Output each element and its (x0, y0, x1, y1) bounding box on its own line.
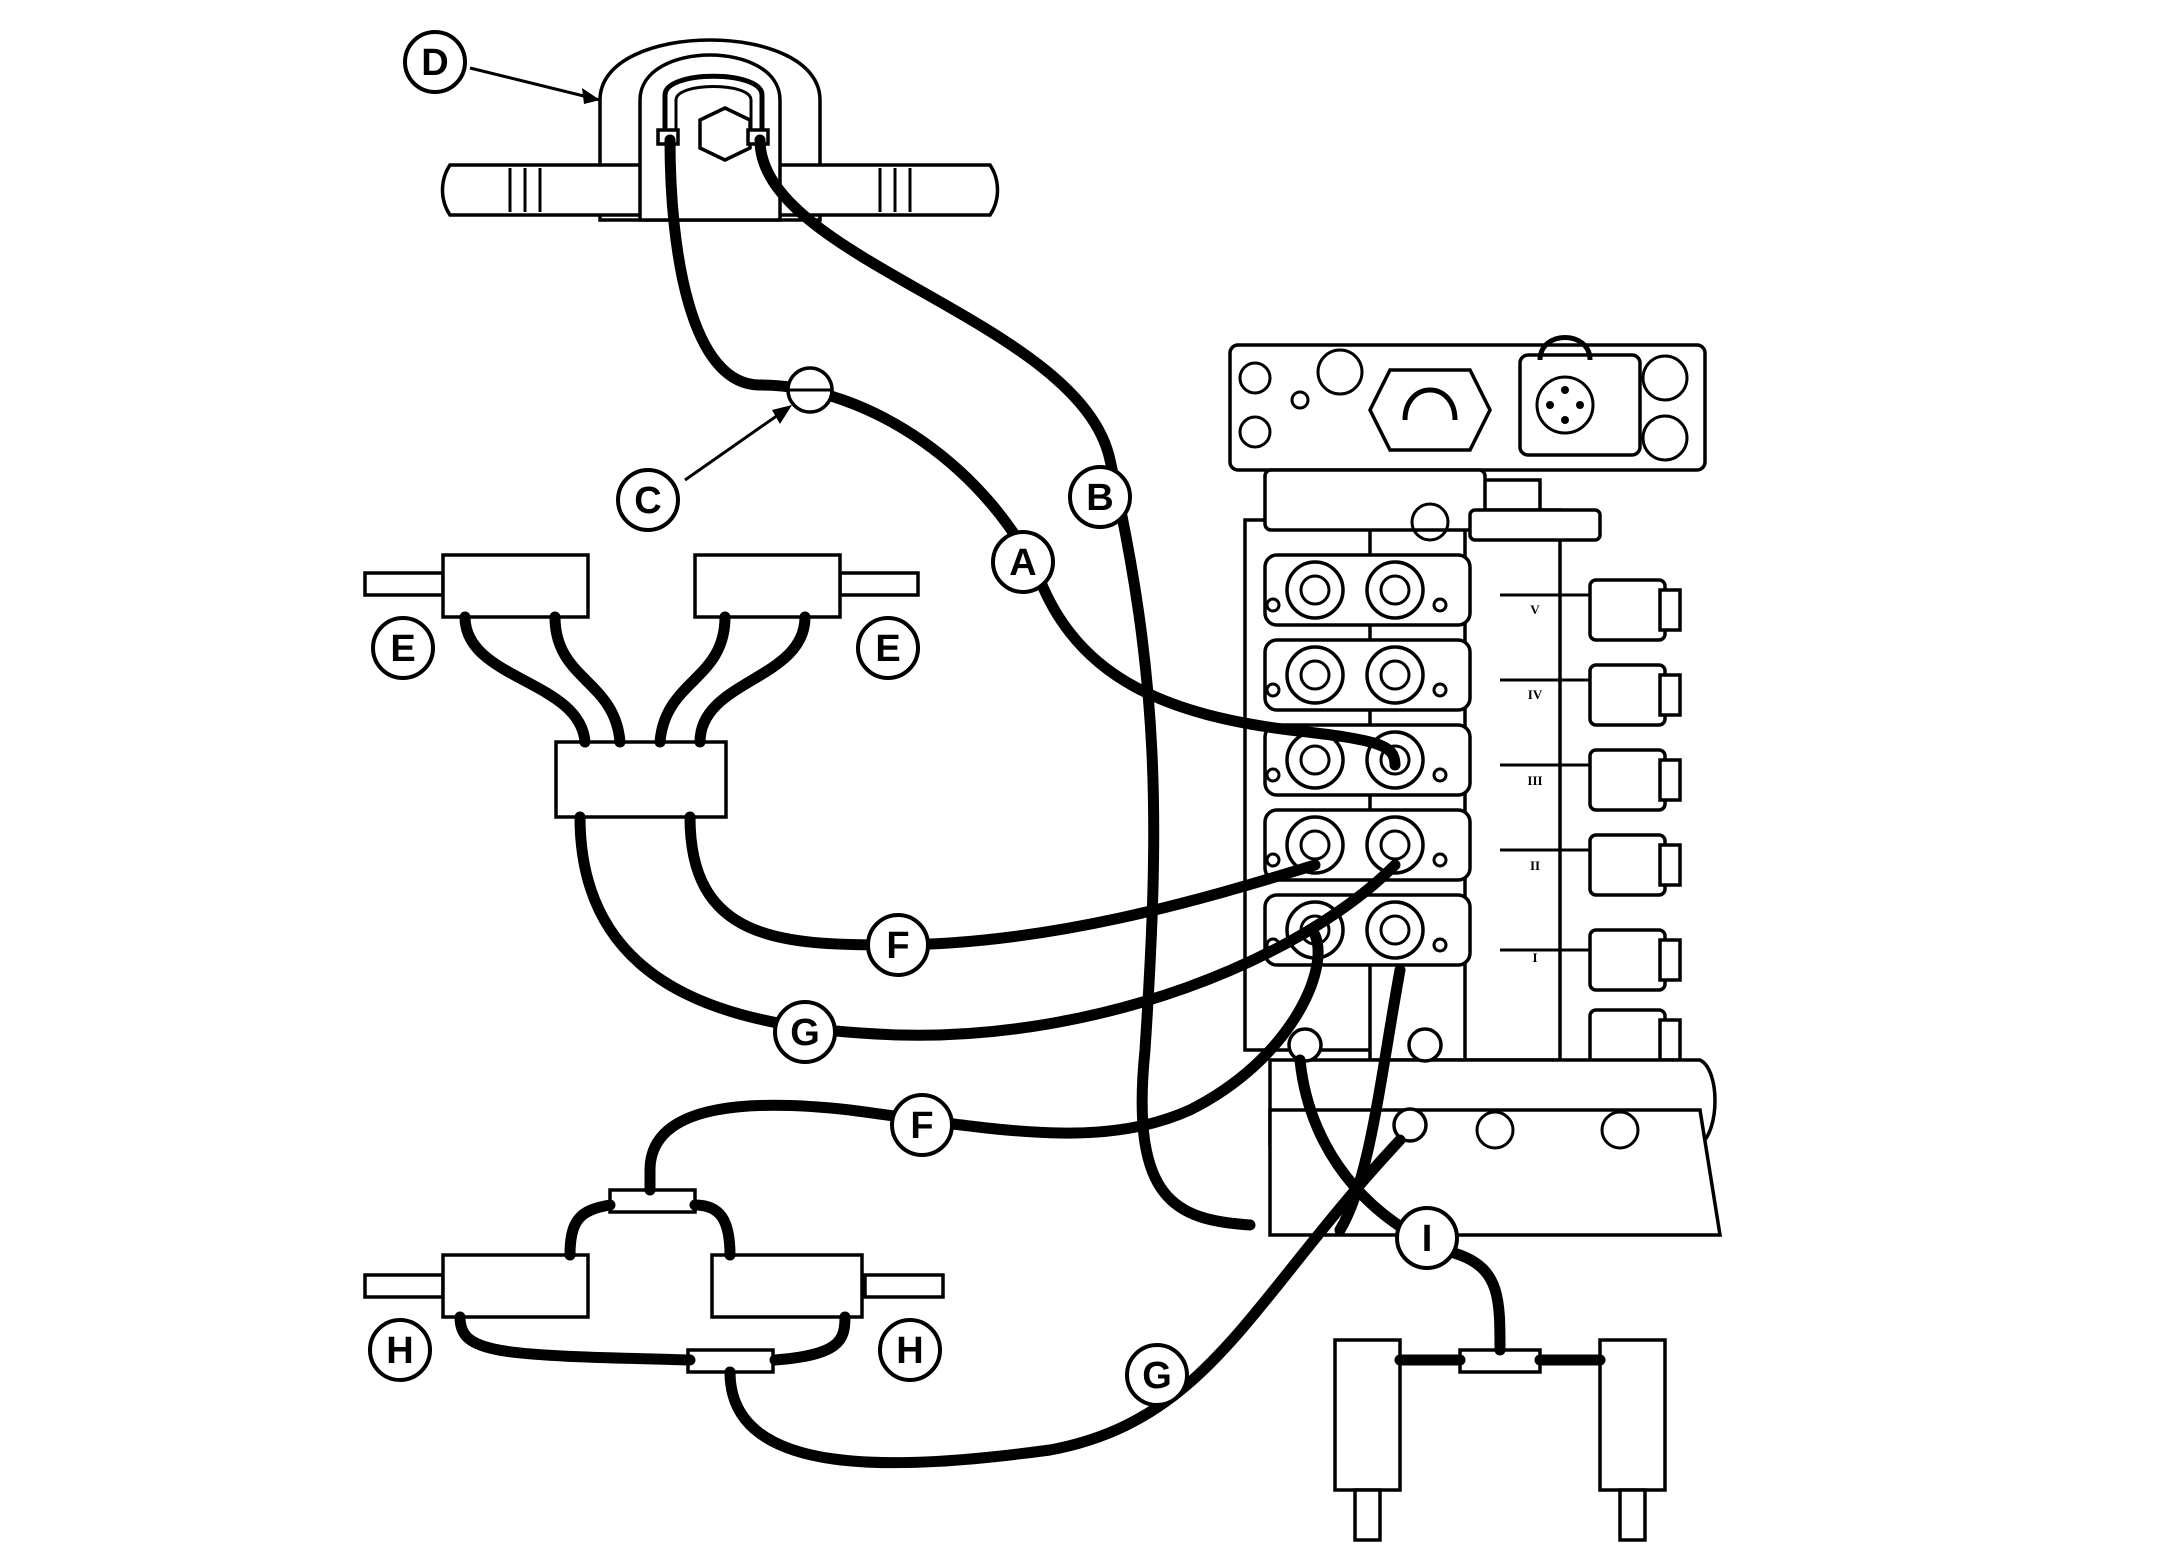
solenoid-ii: II (1500, 833, 1682, 897)
callout-i: I (1395, 1206, 1459, 1270)
solenoid-iii: III (1500, 748, 1682, 812)
callout-e-right-label: E (875, 628, 900, 670)
callout-e-left: E (371, 616, 435, 680)
callout-a: A (991, 530, 1055, 594)
callout-g-lower-label: G (1142, 1355, 1172, 1397)
upper-cylinder-assembly-e (363, 553, 920, 819)
valve-section-iv (1263, 638, 1472, 712)
callout-h-right: H (878, 1318, 942, 1382)
section-label-iii: III (1527, 773, 1542, 788)
callout-h-right-label: H (896, 1330, 923, 1372)
valve-section-i (1263, 893, 1472, 967)
solenoid-i: I (1500, 928, 1682, 1072)
hose-h (454, 1199, 851, 1366)
callout-g-upper-label: G (790, 1012, 820, 1054)
callout-a-label: A (1009, 542, 1036, 584)
callout-g-upper: G (773, 1000, 837, 1064)
hose-e (459, 611, 811, 748)
section-label-iv: IV (1528, 687, 1543, 702)
callout-f-lower: F (890, 1093, 954, 1157)
callout-d: D (403, 30, 467, 94)
leader-lines (469, 66, 792, 482)
lower-cylinder-assembly-h (363, 1188, 945, 1374)
callout-h-left-label: H (386, 1330, 413, 1372)
tee-fitting-c (786, 366, 834, 414)
solenoid-iv: IV (1500, 663, 1682, 727)
callout-e-right: E (856, 616, 920, 680)
section-label-v: V (1530, 602, 1540, 617)
section-label-ii: II (1530, 858, 1540, 873)
axle-housing-d (440, 38, 1000, 222)
callout-c: C (616, 468, 680, 532)
section-label-i: I (1532, 950, 1537, 965)
callout-f-lower-label: F (910, 1105, 933, 1147)
solenoid-v: V (1500, 578, 1682, 642)
callout-d-label: D (421, 42, 448, 84)
callout-g-lower: G (1125, 1343, 1189, 1407)
callout-e-left-label: E (390, 628, 415, 670)
callout-b-label: B (1086, 477, 1113, 519)
hose-g (574, 811, 1406, 1469)
cylinder-assembly-i (1333, 1338, 1667, 1542)
callout-c-label: C (634, 480, 661, 522)
callout-i-label: I (1422, 1218, 1433, 1260)
callout-h-left: H (368, 1318, 432, 1382)
callout-b: B (1068, 465, 1132, 529)
control-valve-block: V IV III II I (1228, 335, 1723, 1237)
callout-f-upper: F (866, 913, 930, 977)
hose-f (644, 811, 1324, 1196)
callout-f-upper-label: F (886, 925, 909, 967)
hose-b (754, 134, 1256, 1231)
valve-section-v (1263, 553, 1472, 627)
